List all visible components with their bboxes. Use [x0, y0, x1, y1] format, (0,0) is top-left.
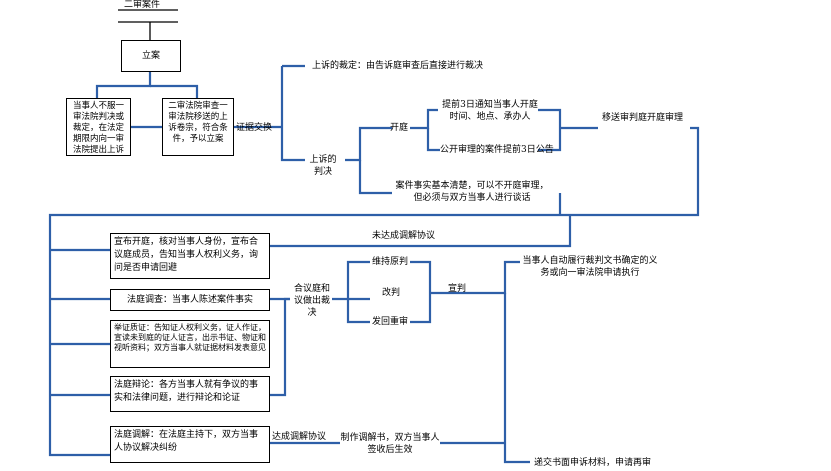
label-open: 开庭	[390, 123, 409, 133]
label-exchange: 证据交换	[236, 123, 273, 133]
node-open-court-text: 宣布开庭，核对当事人身份，宣布合议庭成员，告知当事人权利义务，询问是否申请回避	[114, 237, 259, 273]
node-investigation: 法庭调查：当事人陈述案件事实	[110, 289, 270, 311]
label-trial-by-court: 上诉的裁定：由告诉庭审查后直接进行裁决	[312, 61, 484, 71]
node-review-text: 二审法院审查一审法院移送的上诉卷宗，符合条件，予以立案	[168, 101, 228, 144]
label-mediation-doc: 制作调解书，双方当事人签收后生效	[340, 433, 440, 455]
label-appeal-judgment: 上诉的判决	[309, 155, 337, 177]
label-transfer: 移送审判庭开庭审理	[602, 113, 684, 123]
node-debate-text: 法庭辩论：各方当事人就有争议的事实和法律问题，进行辩论和论证	[114, 380, 259, 403]
node-review: 二审法院审查一审法院移送的上诉卷宗，符合条件，予以立案	[162, 98, 234, 156]
node-evidence: 举证质证：告知证人权利义务，证人作证，宣读未到庭的证人证言，出示书证、物证和视听…	[110, 320, 270, 368]
label-retrial: 递交书面申诉材料，申请再审	[534, 458, 652, 468]
node-open-court: 宣布开庭，核对当事人身份，宣布合议庭成员，告知当事人权利义务，询问是否申请回避	[110, 233, 270, 279]
label-notify: 提前3日通知当事人开庭时间、地点、承办人	[442, 100, 538, 122]
label-agreement: 达成调解协议	[272, 432, 327, 442]
label-pronounce: 宣判	[448, 284, 467, 294]
label-announce: 公开审理的案件提前3日公告	[440, 145, 554, 155]
label-execute: 当事人自动履行裁判文书确定的义务或向一审法院申请执行	[522, 256, 658, 278]
node-lian: 立案	[121, 40, 181, 72]
node-mediation: 法庭调解：在法庭主持下，双方当事人协议解决纠纷	[110, 426, 270, 463]
node-appeal-text: 当事人不服一审法院判决或裁定，在法定期限内向一审法院提出上诉	[72, 101, 124, 155]
label-remand: 发回重审	[372, 317, 409, 327]
label-deliberate: 合议庭和议做出裁决	[293, 284, 330, 318]
node-investigation-text: 法庭调查：当事人陈述案件事实	[126, 294, 253, 305]
label-amend: 改判	[382, 288, 401, 298]
node-lian-text: 立案	[141, 50, 160, 61]
label-no-hearing: 案件事实基本清楚，可以不开庭审理，但必须与双方当事人进行谈话	[395, 181, 549, 203]
label-uphold: 维持原判	[372, 257, 409, 267]
diagram-title: 二审案件	[124, 0, 161, 10]
node-debate: 法庭辩论：各方当事人就有争议的事实和法律问题，进行辩论和论证	[110, 376, 270, 412]
label-no-agreement: 未达成调解协议	[372, 231, 436, 241]
node-appeal: 当事人不服一审法院判决或裁定，在法定期限内向一审法院提出上诉	[66, 98, 131, 156]
node-mediation-text: 法庭调解：在法庭主持下，双方当事人协议解决纠纷	[114, 430, 259, 453]
node-evidence-text: 举证质证：告知证人权利义务，证人作证，宣读未到庭的证人证言，出示书证、物证和视听…	[114, 323, 266, 352]
